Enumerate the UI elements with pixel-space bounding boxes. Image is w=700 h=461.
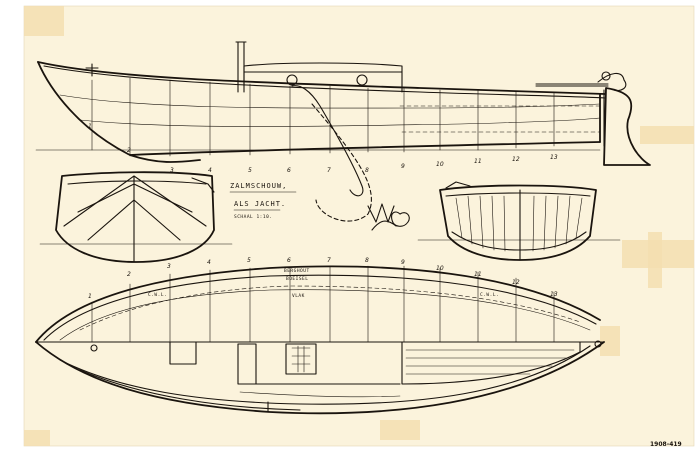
label-boeisel: BOEISEL	[286, 276, 308, 282]
plan-station-2: 2	[127, 271, 131, 278]
profile-station-10: 10	[436, 161, 444, 168]
plan-station-3: 3	[167, 263, 171, 270]
profile-station-8: 8	[365, 167, 369, 174]
bow-section-view	[39, 171, 233, 263]
profile-station-13: 13	[550, 154, 558, 161]
profile-station-5: 5	[248, 167, 252, 174]
plan-station-8: 8	[365, 257, 369, 264]
profile-station-2: 2	[127, 147, 131, 154]
plan-station-4: 4	[207, 259, 211, 266]
label-cwl-left: C.W.L.	[148, 292, 167, 298]
plan-view: 1 2 3 4 5 6 7 8 9 10 11 12 13 BERGHOUT B…	[35, 257, 605, 415]
plan-station-7: 7	[327, 257, 331, 264]
profile-station-11: 11	[474, 158, 482, 165]
profile-station-6: 6	[287, 167, 291, 174]
plan-station-5: 5	[247, 257, 251, 264]
stern-section-view	[417, 181, 621, 261]
signature	[367, 203, 410, 231]
profile-station-12: 12	[512, 156, 520, 163]
label-vlak: VLAK	[292, 293, 305, 299]
title-block: ZALMSCHOUW, ALS JACHT. SCHAAL 1:10.	[229, 182, 297, 220]
adhesive-tape	[24, 6, 694, 446]
profile-station-4: 4	[208, 167, 212, 174]
label-cwl-right: C.W.L.	[480, 292, 499, 298]
profile-station-9: 9	[401, 163, 405, 170]
plan-station-10: 10	[436, 265, 444, 272]
cockpit-grating	[285, 343, 317, 375]
profile-station-3: 3	[170, 167, 174, 174]
archive-number: 1908-419	[650, 441, 682, 448]
scale-label: SCHAAL 1:10.	[234, 214, 273, 220]
profile-station-7: 7	[327, 167, 331, 174]
label-berghout: BERGHOUT	[284, 268, 310, 274]
fore-hatch	[169, 341, 197, 365]
side-profile-view: 1 2 3 4 5 6 7 8 9 10 11 12 13	[35, 41, 651, 222]
profile-station-1: 1	[88, 123, 92, 130]
title-line-2: ALS JACHT.	[234, 200, 286, 208]
plan-station-12: 12	[512, 279, 520, 286]
tracing-paper	[23, 5, 695, 447]
plan-station-6: 6	[287, 257, 291, 264]
plan-station-9: 9	[401, 259, 405, 266]
plan-station-11: 11	[474, 271, 482, 278]
title-line-1: ZALMSCHOUW,	[230, 182, 287, 190]
plan-station-13: 13	[550, 291, 558, 298]
plan-station-1: 1	[88, 293, 92, 300]
